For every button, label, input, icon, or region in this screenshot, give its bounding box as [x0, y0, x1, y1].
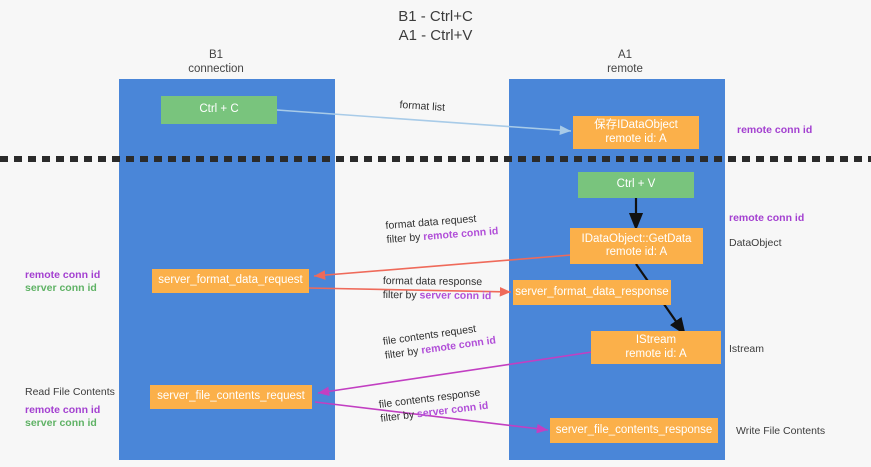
node-server-file-contents-response[interactable]: server_file_contents_response	[550, 418, 718, 443]
node-server-format-data-response-label: server_format_data_response	[515, 285, 669, 298]
filter-prefix: filter by	[382, 288, 420, 302]
title-line-1: B1 - Ctrl+C	[398, 8, 473, 25]
column-header-b1: B1 connection	[166, 48, 266, 76]
edge-label-format-list: format list	[399, 98, 445, 115]
column-header-b1-role: connection	[188, 63, 244, 75]
node-server-format-data-response[interactable]: server_format_data_response	[513, 280, 671, 305]
node-istream[interactable]: IStream remote id: A	[591, 331, 721, 364]
filter-prefix: filter by	[379, 408, 418, 425]
node-server-file-contents-request[interactable]: server_file_contents_request	[150, 385, 312, 409]
column-header-a1-name: A1	[617, 49, 633, 61]
diagram-title: B1 - Ctrl+C A1 - Ctrl+V	[0, 7, 871, 45]
column-header-a1-role: remote	[607, 63, 643, 75]
annotation-remote-conn-id-mid: remote conn id	[729, 212, 805, 224]
annotation-left-remote-conn-id-mid: remote conn id	[25, 269, 101, 281]
node-ctrl-c-label: Ctrl + C	[199, 103, 239, 116]
node-ctrl-v[interactable]: Ctrl + V	[578, 172, 694, 198]
annotation-read-file-contents: Read File Contents	[25, 386, 115, 398]
column-header-b1-name: B1	[208, 49, 224, 61]
annotation-left-server-conn-id-bottom: server conn id	[25, 417, 97, 429]
phase-divider	[0, 156, 871, 162]
node-server-file-contents-request-label: server_file_contents_request	[157, 390, 305, 403]
annotation-left-server-conn-id-mid: server conn id	[25, 282, 97, 294]
edge-label-format-data-request: format data request filter by remote con…	[385, 210, 499, 247]
column-header-a1: A1 remote	[575, 48, 675, 76]
edge-label-format-data-response-filter: filter by server conn id	[383, 288, 492, 303]
node-ctrl-v-label: Ctrl + V	[616, 178, 656, 191]
node-server-format-data-request[interactable]: server_format_data_request	[152, 269, 309, 293]
title-line-2: A1 - Ctrl+V	[398, 27, 473, 44]
node-server-file-contents-response-label: server_file_contents_response	[555, 423, 713, 436]
node-idataobject-getdata-line2: remote id: A	[605, 246, 668, 258]
edge-label-file-contents-request: file contents request filter by remote c…	[382, 319, 497, 362]
node-save-idataobject-line1: 保存IDataObject	[594, 119, 678, 131]
edge-label-file-contents-response: file contents response filter by server …	[378, 385, 489, 426]
edge-label-format-list-text: format list	[399, 98, 446, 114]
annotation-write-file-contents: Write File Contents	[736, 425, 826, 437]
edge-label-format-data-response-text: format data response	[382, 274, 483, 289]
annotation-left-remote-conn-id-bottom: remote conn id	[25, 404, 101, 416]
annotation-remote-conn-id-top: remote conn id	[737, 124, 813, 136]
filter-prefix: filter by	[384, 344, 423, 362]
node-idataobject-getdata-line1: IDataObject::GetData	[581, 232, 692, 245]
annotation-dataobject: DataObject	[729, 237, 782, 249]
filter-key-server-conn-id: server conn id	[419, 289, 492, 303]
node-save-idataobject[interactable]: 保存IDataObject remote id: A	[573, 116, 699, 149]
node-istream-line1: IStream	[635, 334, 677, 346]
node-idataobject-getdata[interactable]: IDataObject::GetData remote id: A	[570, 228, 703, 264]
edge-label-format-data-response: format data response filter by server co…	[383, 274, 492, 303]
node-server-format-data-request-label: server_format_data_request	[158, 274, 303, 287]
filter-prefix: filter by	[386, 231, 424, 246]
node-istream-line2: remote id: A	[625, 347, 687, 360]
annotation-istream: Istream	[729, 343, 765, 355]
node-ctrl-c[interactable]: Ctrl + C	[161, 96, 277, 124]
node-save-idataobject-line2: remote id: A	[605, 132, 667, 145]
